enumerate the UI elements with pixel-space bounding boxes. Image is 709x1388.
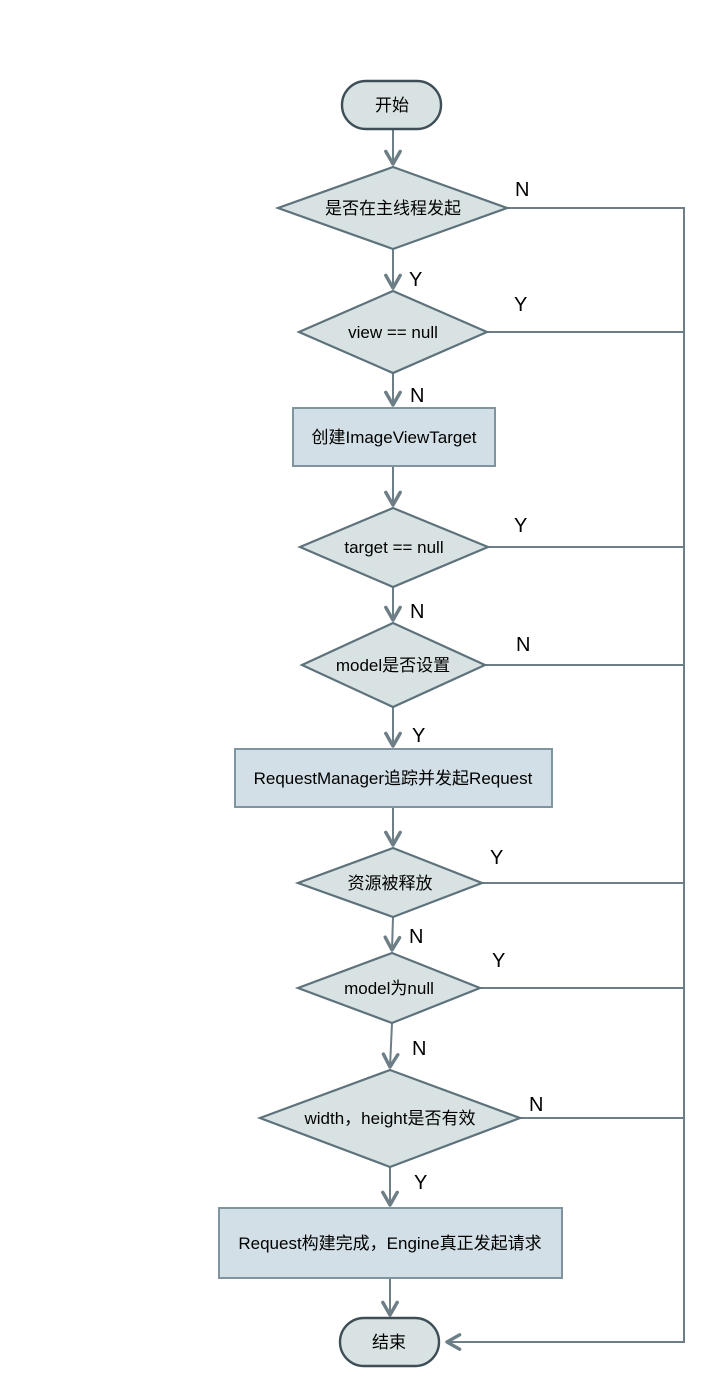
start-terminal-shape (340, 79, 443, 131)
request-manager-rect-shape (234, 748, 553, 808)
edge-resource-released-to-model-null (383, 916, 402, 952)
node-decision-model-set: model是否设置 (299, 621, 488, 709)
model-null-diamond-shape (294, 951, 483, 1025)
engine-request-label: Request构建完成，Engine真正发起请求 (238, 1234, 541, 1253)
resource-released-diamond-shape (294, 846, 486, 919)
size-valid-diamond-shape (256, 1068, 524, 1169)
node-process-create-target: 创建ImageViewTarget (292, 407, 496, 467)
size-valid-label: width，height是否有效 (303, 1109, 475, 1128)
target-null-label: target == null (344, 538, 443, 557)
edge-label-target-null-no: N (410, 601, 424, 623)
node-decision-main-thread: 是否在主线程发起 (274, 165, 511, 251)
create-target-label: 创建ImageViewTarget (311, 428, 476, 447)
edge-label-size-valid-no: N (529, 1094, 543, 1116)
view-null-label: view == null (348, 323, 438, 342)
edge-label-main-thread-no: N (515, 179, 529, 201)
end-label: 结束 (372, 1333, 406, 1352)
edge-labels: N Y Y N Y N N Y Y N Y N N Y (409, 179, 543, 1194)
edge-label-model-set-yes: Y (412, 725, 425, 747)
node-decision-resource-released: 资源被释放 (294, 846, 486, 919)
edge-label-view-null-yes: Y (514, 294, 527, 316)
resource-released-label: 资源被释放 (348, 874, 433, 893)
node-process-request-manager: RequestManager追踪并发起Request (234, 748, 553, 808)
node-start: 开始 (340, 79, 443, 131)
target-null-diamond-shape (297, 506, 491, 589)
start-label: 开始 (375, 96, 409, 115)
node-process-engine-request: Request构建完成，Engine真正发起请求 (218, 1207, 563, 1279)
edge-collector-to-end (445, 207, 685, 1351)
request-manager-label: RequestManager追踪并发起Request (254, 769, 533, 788)
edge-model-null-to-size-valid (381, 1022, 400, 1069)
edge-label-view-null-no: N (410, 385, 424, 407)
view-null-diamond-shape (296, 289, 490, 375)
edge-label-model-null-no: N (412, 1038, 426, 1060)
main-thread-diamond-shape (274, 165, 511, 251)
create-target-rect-shape (292, 407, 496, 467)
engine-request-rect-shape (218, 1207, 563, 1279)
edge-label-resource-released-no: N (409, 926, 423, 948)
node-decision-view-null: view == null (296, 289, 490, 375)
node-decision-target-null: target == null (297, 506, 491, 589)
end-terminal-shape (338, 1316, 441, 1368)
edge-label-model-set-no: N (516, 634, 530, 656)
edge-label-resource-released-yes: Y (490, 847, 503, 869)
model-set-diamond-shape (299, 621, 488, 709)
edge-label-model-null-yes: Y (492, 950, 505, 972)
node-decision-model-null: model为null (294, 951, 483, 1025)
model-set-label: model是否设置 (336, 656, 450, 675)
edge-label-target-null-yes: Y (514, 515, 527, 537)
model-null-label: model为null (344, 979, 434, 998)
edge-label-main-thread-yes: Y (409, 269, 422, 291)
edges (381, 129, 685, 1351)
node-end: 结束 (338, 1316, 441, 1368)
node-decision-size-valid: width，height是否有效 (256, 1068, 524, 1169)
main-thread-label: 是否在主线程发起 (325, 199, 461, 218)
edge-label-size-valid-yes: Y (414, 1172, 427, 1194)
